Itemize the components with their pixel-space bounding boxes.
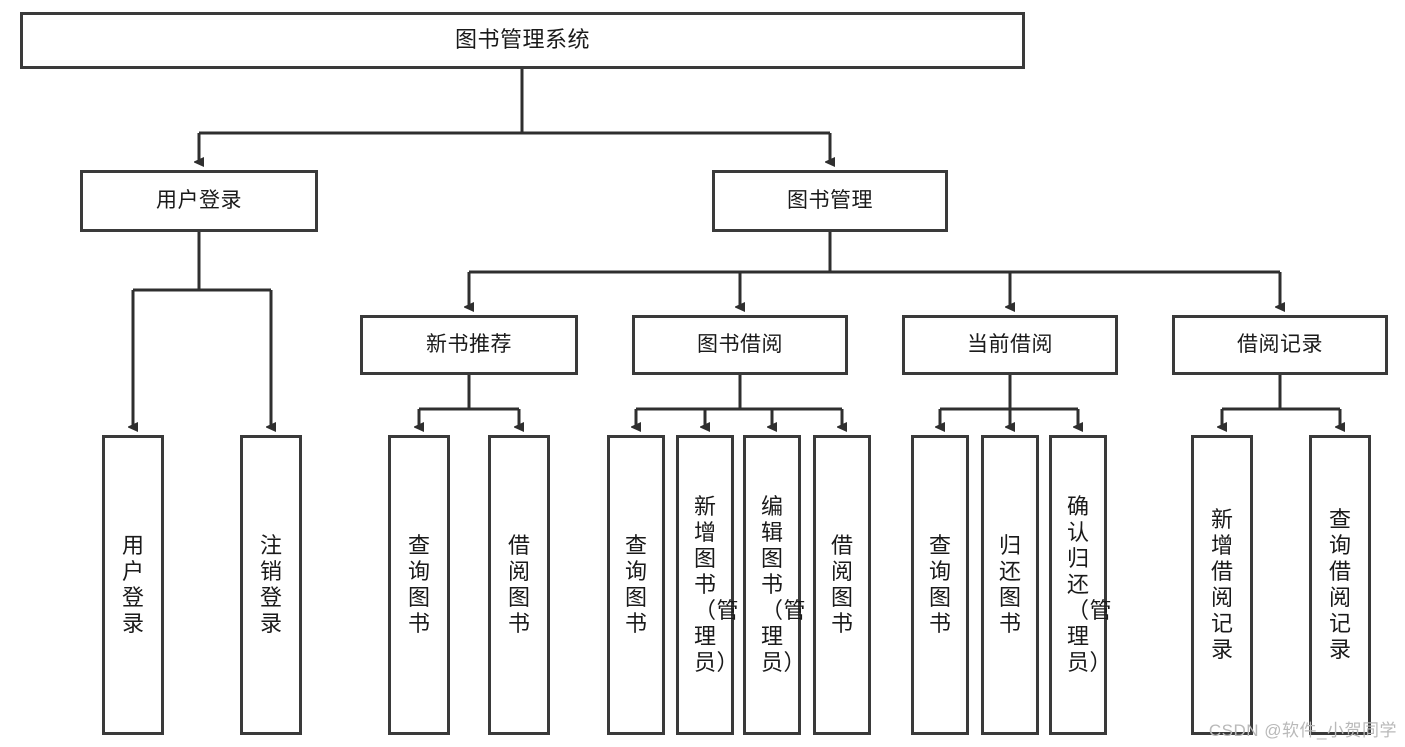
node-label: 借阅图书 (831, 533, 854, 636)
node-label: 查询借阅记录 (1329, 507, 1352, 662)
leaf-borrow-record-add-record[interactable]: 新增借阅记录 (1191, 435, 1253, 735)
leaf-current-borrow-confirm-return-admin[interactable]: 确认归还（管理员） (1049, 435, 1113, 735)
node-new-book-recommendation[interactable]: 新书推荐 (360, 315, 578, 375)
leaf-borrow-record-query-record[interactable]: 查询借阅记录 (1309, 435, 1371, 735)
leaf-book-borrow-query-book[interactable]: 查询图书 (607, 435, 665, 735)
leaf-user-login-login[interactable]: 用户登录 (102, 435, 164, 735)
node-label: 编辑图书（管理员） (761, 494, 807, 675)
node-label: 查询图书 (408, 533, 431, 636)
node-book-borrowing[interactable]: 图书借阅 (632, 315, 848, 375)
node-label: 借阅记录 (1237, 333, 1323, 357)
leaf-new-books-query-book[interactable]: 查询图书 (388, 435, 450, 735)
node-label: 图书管理 (787, 189, 873, 213)
node-root-book-management-system[interactable]: 图书管理系统 (20, 12, 1025, 69)
node-current-borrowing[interactable]: 当前借阅 (902, 315, 1118, 375)
node-label: 归还图书 (999, 533, 1022, 636)
node-label: 新增图书（管理员） (694, 494, 740, 675)
leaf-new-books-borrow-book[interactable]: 借阅图书 (488, 435, 550, 735)
node-label: 注销登录 (260, 533, 283, 636)
node-label: 用户登录 (122, 533, 145, 636)
leaf-book-borrow-borrow-book[interactable]: 借阅图书 (813, 435, 871, 735)
node-book-management[interactable]: 图书管理 (712, 170, 948, 232)
leaf-current-borrow-query-book[interactable]: 查询图书 (911, 435, 969, 735)
node-label: 当前借阅 (967, 333, 1053, 357)
leaf-current-borrow-return-book[interactable]: 归还图书 (981, 435, 1039, 735)
node-label: 借阅图书 (508, 533, 531, 636)
node-label: 图书借阅 (697, 333, 783, 357)
node-user-login[interactable]: 用户登录 (80, 170, 318, 232)
leaf-book-borrow-edit-book-admin[interactable]: 编辑图书（管理员） (743, 435, 807, 735)
node-label: 图书管理系统 (454, 27, 590, 53)
node-label: 用户登录 (156, 189, 242, 213)
leaf-user-login-logout[interactable]: 注销登录 (240, 435, 302, 735)
node-label: 查询图书 (929, 533, 952, 636)
node-borrowing-record[interactable]: 借阅记录 (1172, 315, 1388, 375)
node-label: 确认归还（管理员） (1067, 494, 1113, 675)
node-label: 查询图书 (625, 533, 648, 636)
node-label: 新增借阅记录 (1211, 507, 1234, 662)
watermark: CSDN @软件_小贺同学 (1208, 721, 1397, 740)
node-label: 新书推荐 (426, 333, 512, 357)
leaf-book-borrow-add-book-admin[interactable]: 新增图书（管理员） (676, 435, 740, 735)
